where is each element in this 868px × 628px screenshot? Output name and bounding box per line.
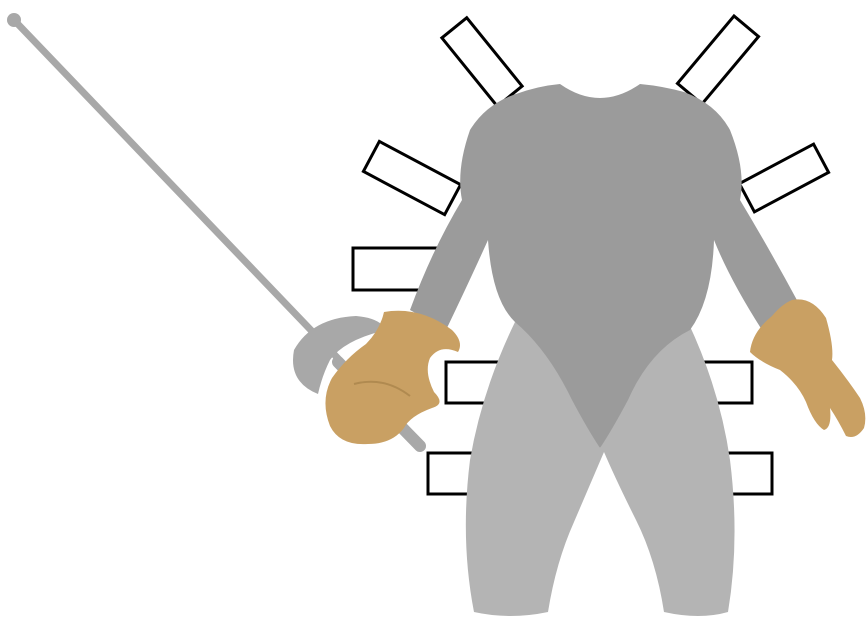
- label-box-upper-right[interactable]: [739, 144, 828, 212]
- label-box-top-right[interactable]: [677, 16, 758, 104]
- label-box-upper-left[interactable]: [363, 141, 460, 214]
- label-box-top-left[interactable]: [442, 18, 522, 107]
